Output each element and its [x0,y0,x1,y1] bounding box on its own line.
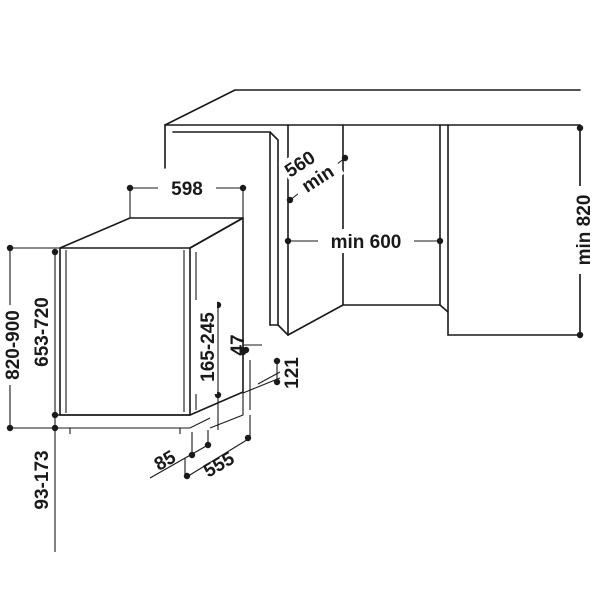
width-label: 598 [171,179,203,200]
inner-height-label: 653-720 [32,297,53,367]
niche-height-label: min 820 [574,195,595,266]
outer-height-label: 820-900 [3,310,24,380]
label-bg [278,136,345,201]
niche-width-label: min 600 [331,232,402,253]
dim-85-label: 85 [151,447,180,476]
label-bg [318,229,414,253]
dim-121-label: 121 [282,357,303,389]
niche-outline [164,89,581,336]
dim-93-173 [51,424,59,552]
dim-47 [239,344,262,356]
feet-range-label: 93-173 [32,450,53,509]
label-bg [33,440,53,522]
dim-653-720 [51,248,59,419]
dim-555 [183,415,252,480]
dim-85 [149,430,212,479]
label-bg [195,300,217,394]
dishwasher-body [54,217,251,434]
dim-47-label: 47 [228,334,249,355]
label-bg [33,290,53,374]
label-bg [572,186,594,274]
label-bg [2,305,22,385]
plinth-height-label: 165-245 [198,312,219,382]
dim-121 [242,357,281,394]
dim-555-label: 555 [200,448,238,482]
label-bg [158,175,216,199]
